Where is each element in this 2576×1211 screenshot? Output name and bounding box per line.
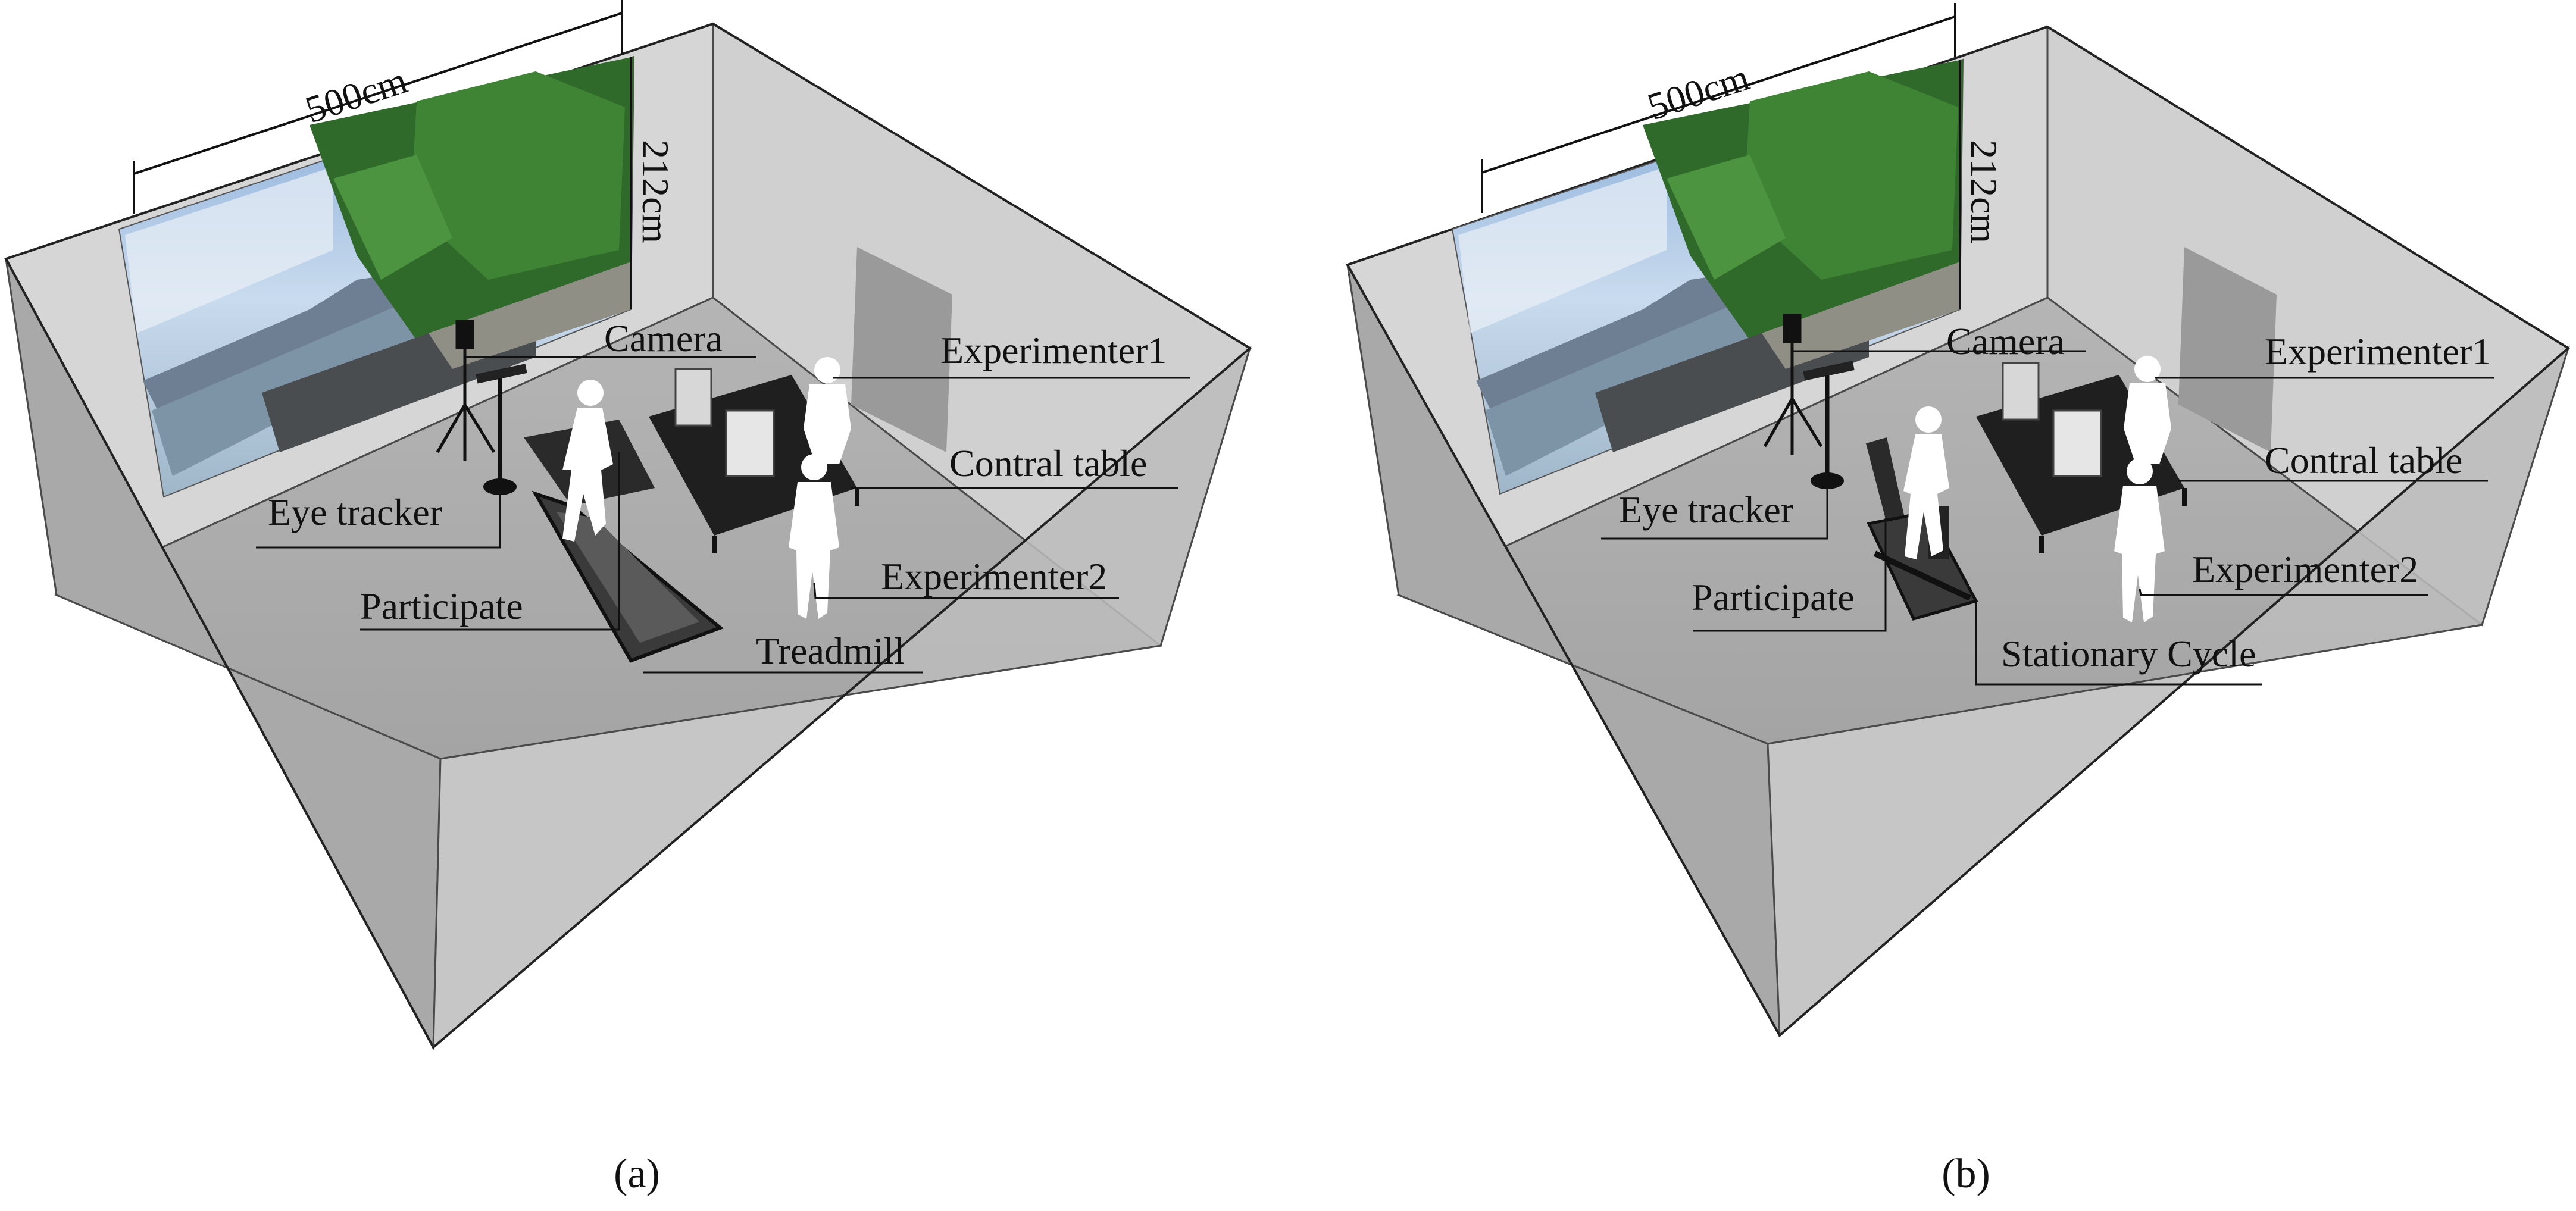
label-equipment: Treadmill — [756, 630, 905, 672]
label-experimenter2: Experimenter2 — [2192, 548, 2418, 590]
label-camera: Camera — [1946, 320, 2065, 362]
experimenter2-figure — [2114, 458, 2165, 622]
label-equipment: Stationary Cycle — [2001, 633, 2256, 675]
caption-b: (b) — [1942, 1151, 1990, 1197]
height-label: 212cm — [634, 140, 677, 243]
label-camera: Camera — [604, 317, 723, 359]
label-participant: Participate — [360, 585, 523, 627]
label-experimenter2: Experimenter2 — [881, 555, 1107, 597]
experimenter2-figure — [789, 454, 839, 619]
label-experimenter1: Experimenter1 — [2265, 330, 2491, 373]
partition-board — [2178, 247, 2277, 452]
caption-a: (a) — [614, 1151, 660, 1197]
experimenter1-figure — [2124, 356, 2171, 464]
panel-a: 500cm 212cm — [4, 0, 1252, 1197]
projection-screen — [1451, 58, 1964, 495]
leader-lines — [1601, 320, 2494, 686]
projection-screen — [118, 55, 635, 498]
experimenter1-figure — [804, 357, 851, 464]
width-dimension — [1481, 3, 1956, 213]
width-dimension — [133, 0, 623, 214]
eye-tracker-stand — [1803, 361, 1855, 489]
participant-figure — [1903, 406, 1949, 559]
label-participant: Participate — [1692, 576, 1855, 618]
label-eye-tracker: Eye tracker — [1619, 489, 1793, 531]
label-control-table: Contral table — [2265, 439, 2462, 481]
leader-lines — [256, 326, 1190, 674]
partition-board — [851, 247, 952, 452]
panel-b: 500cm 212cm — [1346, 3, 2571, 1197]
label-experimenter1: Experimenter1 — [940, 329, 1167, 371]
label-control-table: Contral table — [949, 442, 1147, 484]
camera-tripod — [1763, 314, 1823, 455]
height-label: 212cm — [1963, 140, 2005, 243]
participant-figure — [562, 380, 613, 542]
label-eye-tracker: Eye tracker — [268, 491, 442, 533]
